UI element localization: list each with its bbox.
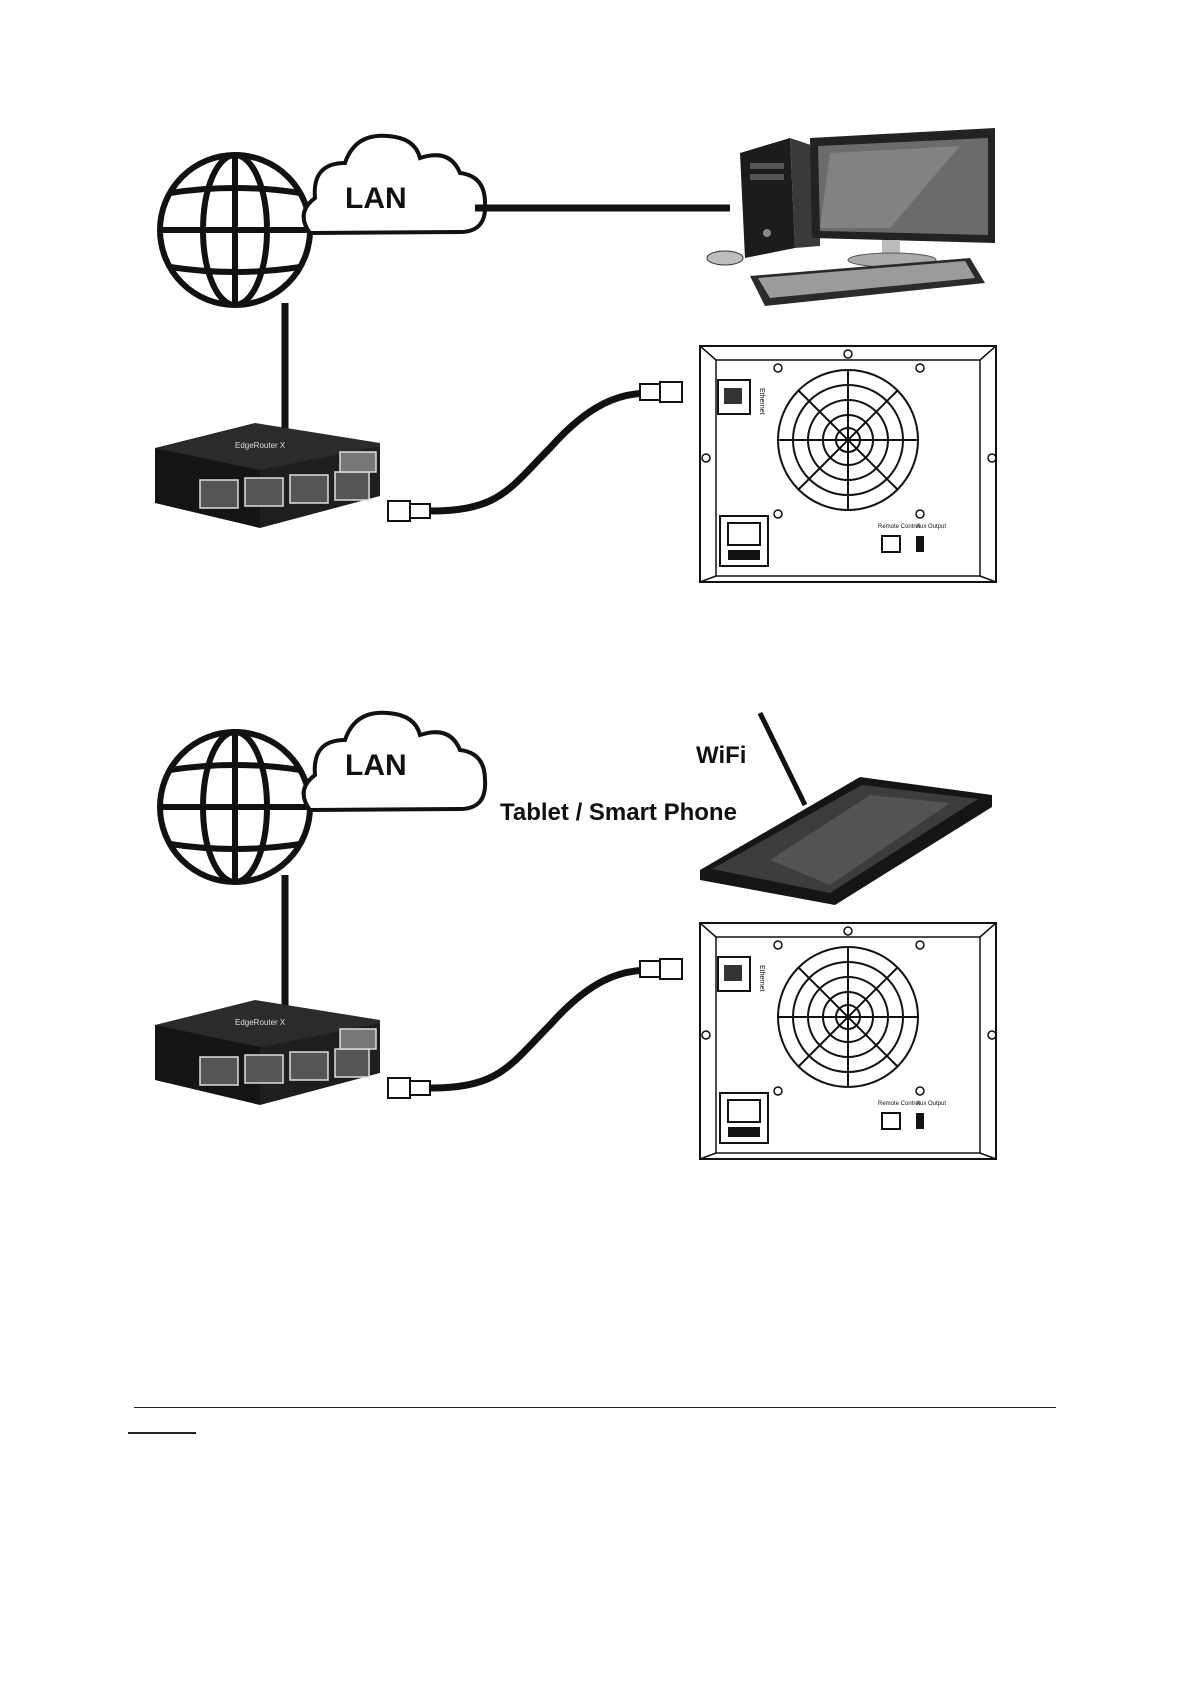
aux-output-label: Aux Output [916, 1101, 946, 1107]
router-port-4 [335, 1049, 369, 1077]
device-back-panel: Ethernet Remote Control Aux Output [700, 923, 996, 1159]
cable-plug-device [660, 959, 682, 979]
remote-control-port [882, 1113, 900, 1129]
router-port-5 [340, 1029, 376, 1049]
router-port-3 [290, 1052, 328, 1080]
router-port-2 [245, 478, 283, 506]
stylus-icon [760, 713, 805, 805]
aux-switch [916, 1113, 924, 1129]
fan-grille-icon [778, 370, 918, 510]
aux-output-label: Aux Output [916, 524, 946, 530]
ethernet-port-label: Ethernet [758, 965, 765, 992]
diagram-top-canvas: LAN EdgeRouter X [130, 118, 1002, 588]
device-back-panel: Ethernet Remote Control Aux Output [700, 346, 996, 582]
router-brand-label: EdgeRouter X [235, 441, 286, 450]
cable-plug-router [388, 1078, 410, 1098]
globe-icon [160, 155, 310, 305]
globe-icon [160, 732, 310, 882]
desktop-pc-icon [707, 128, 995, 306]
lan-label: LAN [345, 182, 407, 215]
ethernet-port-label: Ethernet [758, 388, 765, 415]
footnote-marker-line [128, 1432, 196, 1434]
router-port-2 [245, 1055, 283, 1083]
router-brand-label: EdgeRouter X [235, 1018, 286, 1027]
diagram-tablet-connection: LAN WiFi Tablet / Smart Phone EdgeRouter… [130, 695, 1002, 1165]
wifi-label: WiFi [696, 742, 746, 769]
aux-switch [916, 536, 924, 552]
router-port-1 [200, 1057, 238, 1085]
remote-control-port [882, 536, 900, 552]
diagram-bottom-canvas: LAN WiFi Tablet / Smart Phone EdgeRouter… [130, 695, 1002, 1165]
router-icon: EdgeRouter X [155, 423, 380, 528]
diagram-pc-connection: LAN EdgeRouter X [130, 118, 1002, 588]
cable-plug-device [660, 382, 682, 402]
remote-control-label: Remote Control [878, 524, 920, 530]
ethernet-cable [430, 393, 650, 511]
router-port-1 [200, 480, 238, 508]
router-port-4 [335, 472, 369, 500]
ethernet-cable [430, 970, 650, 1088]
fan-grille-icon [778, 947, 918, 1087]
footnote-divider [134, 1407, 1056, 1408]
router-icon: EdgeRouter X [155, 1000, 380, 1105]
tablet-label: Tablet / Smart Phone [500, 799, 737, 826]
remote-control-label: Remote Control [878, 1101, 920, 1107]
cable-plug-router [388, 501, 410, 521]
router-port-3 [290, 475, 328, 503]
lan-label: LAN [345, 749, 407, 782]
router-port-5 [340, 452, 376, 472]
